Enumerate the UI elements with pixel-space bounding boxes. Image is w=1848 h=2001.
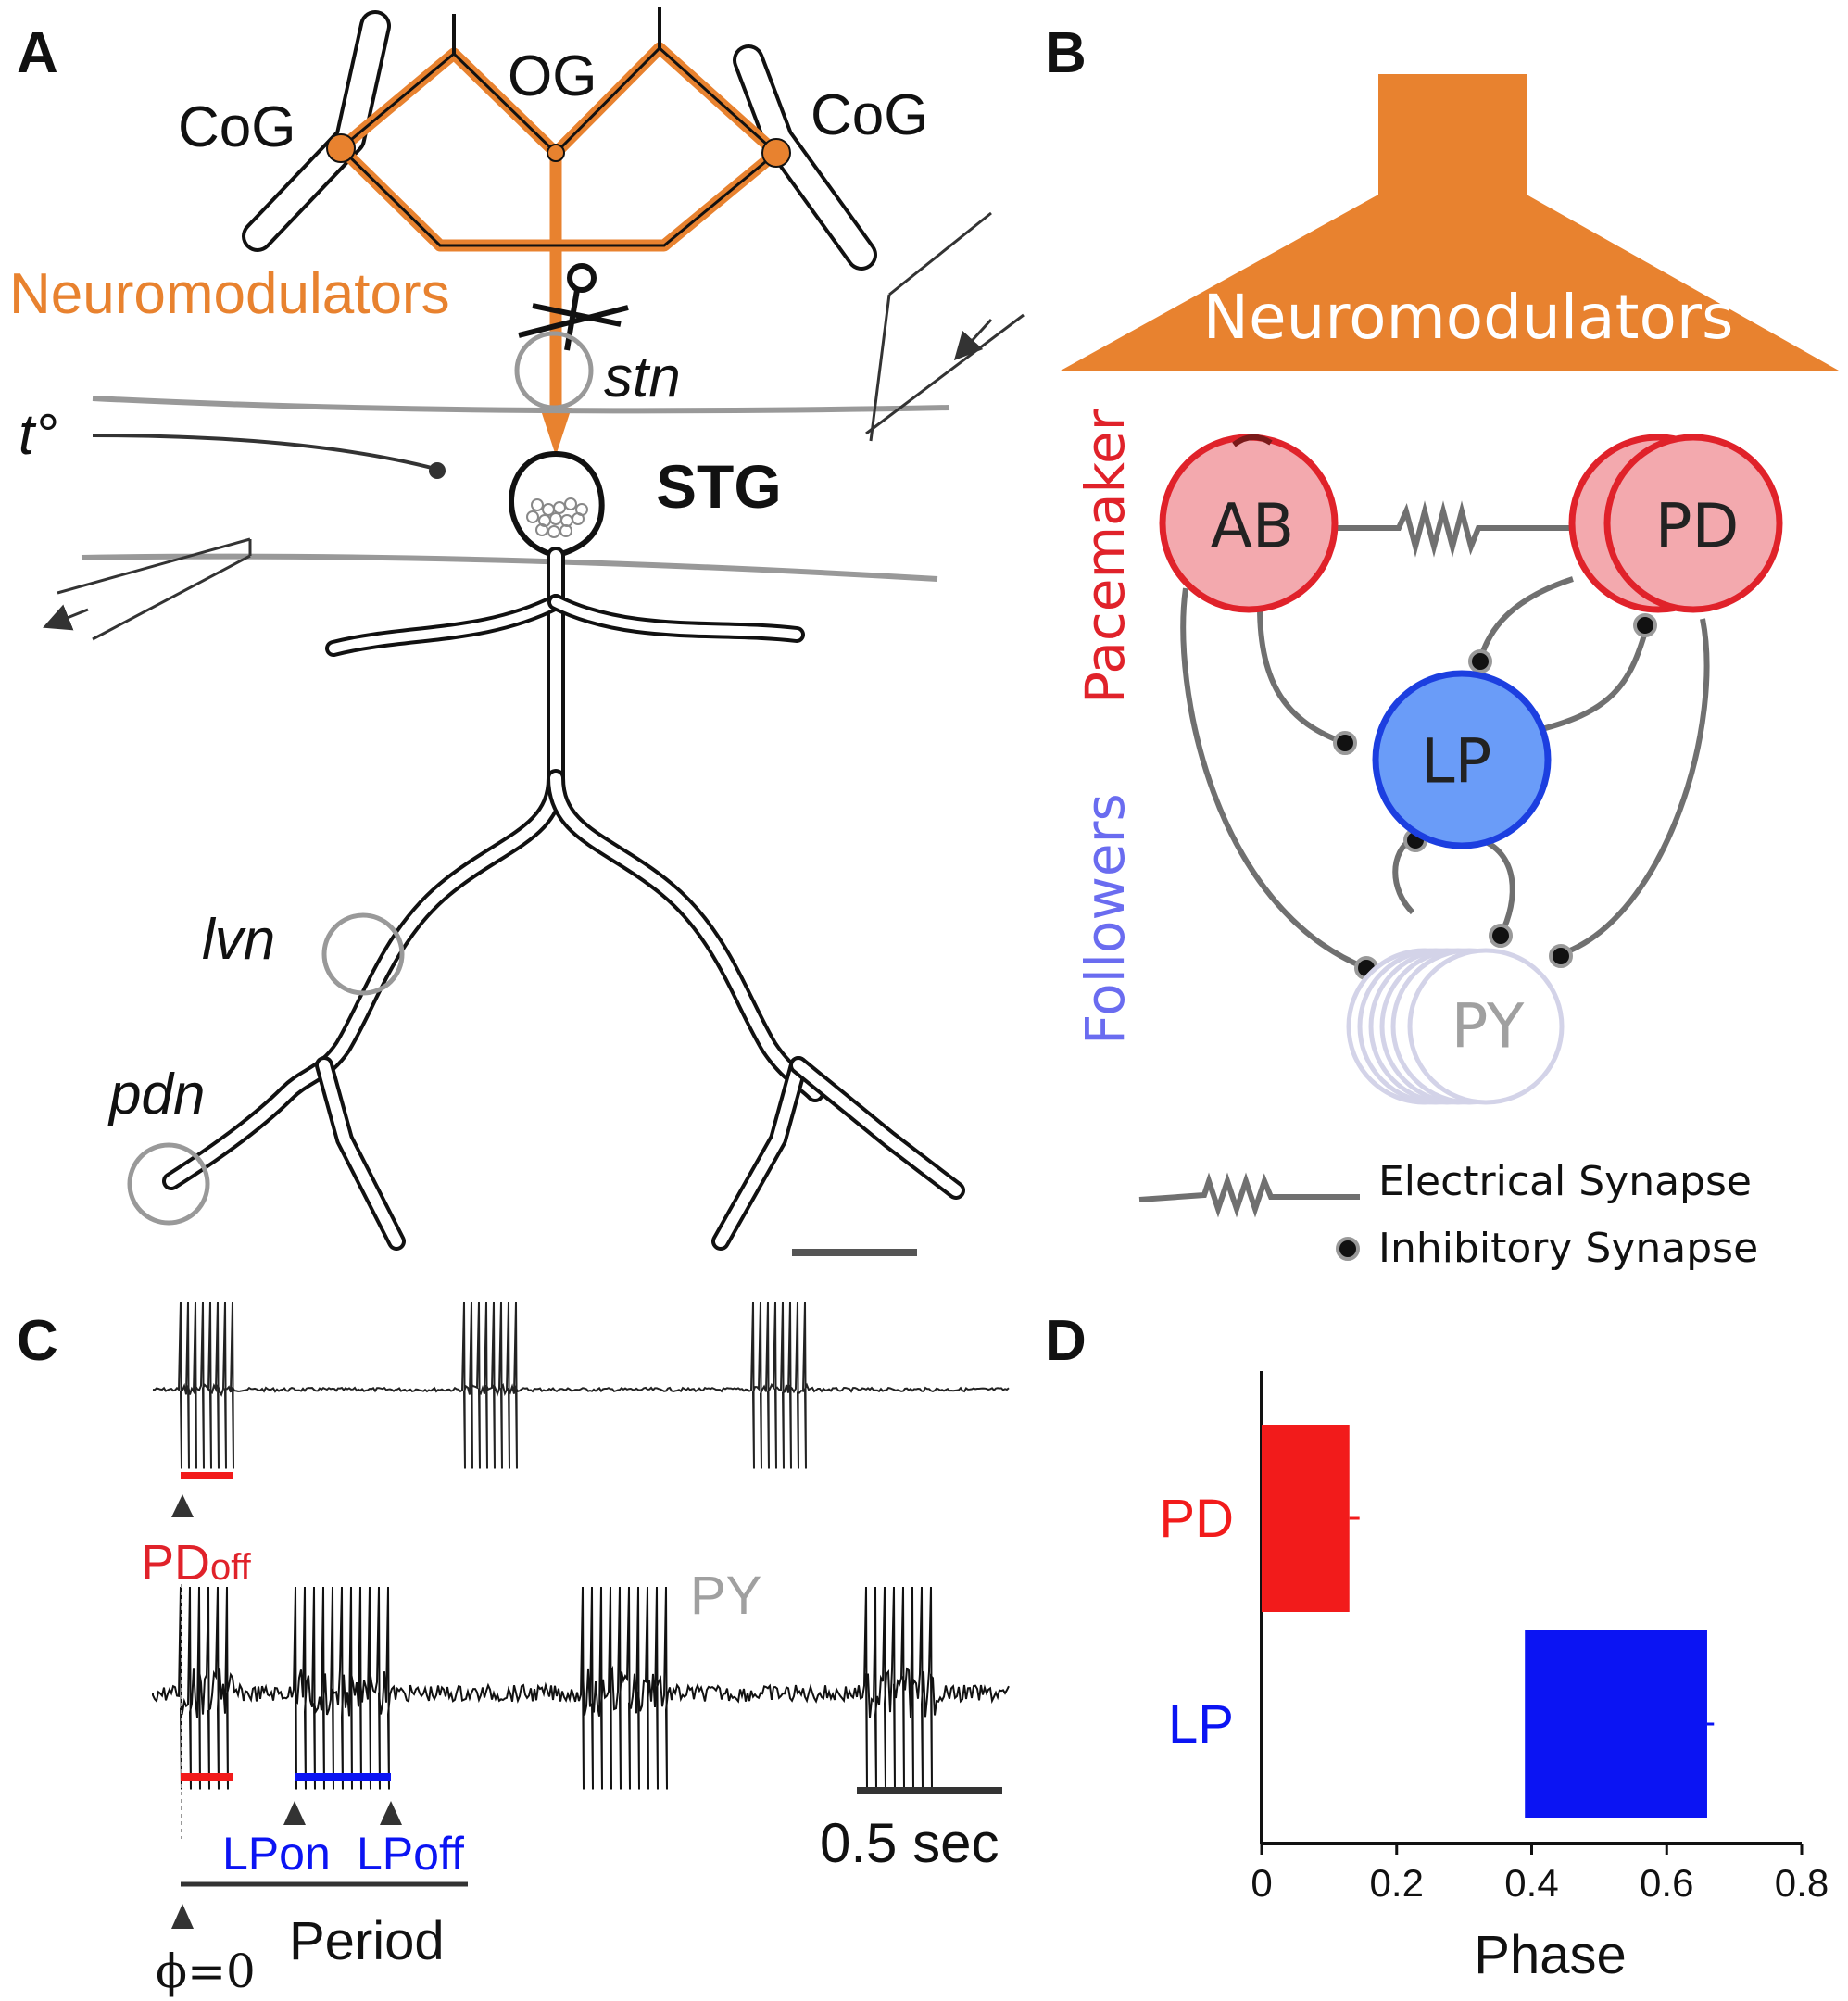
neuromodulator-funnel — [1061, 74, 1839, 371]
og-label: OG — [508, 44, 597, 108]
stg-label: STG — [656, 452, 782, 521]
temperature-probe — [92, 434, 436, 471]
lvn-recording-site — [321, 912, 405, 996]
legend-inhibitory-label: Inhibitory Synapse — [1378, 1225, 1758, 1272]
inhibitory-synapses — [1333, 613, 1657, 980]
followers-label: Followers — [1074, 793, 1137, 1045]
autoreceptor-arrow-icon — [1232, 434, 1273, 447]
cell-pd-label: PD — [1655, 491, 1740, 562]
legend-electrical-icon — [1138, 1172, 1360, 1218]
synapse-pd-py — [1549, 944, 1573, 968]
legend-inhibitory-icon — [1336, 1237, 1360, 1261]
cell-ab-label: AB — [1211, 491, 1294, 562]
lp-on-label: LPon — [222, 1828, 331, 1880]
bar-pd — [1262, 1425, 1350, 1612]
electrode-left-icon — [43, 537, 252, 641]
x-tick-label: 0.4 — [1504, 1861, 1558, 1905]
pd-off-arrowhead — [171, 1494, 194, 1517]
electrical-synapse-ab-pd — [1338, 500, 1573, 558]
legend-electrical-label: Electrical Synapse — [1378, 1158, 1752, 1205]
x-tick-label: 0 — [1251, 1861, 1272, 1905]
cell-lp — [1372, 670, 1552, 849]
py-trace-label: PY — [690, 1566, 761, 1626]
stg-somata — [526, 497, 588, 538]
x-tick-label: 0.6 — [1640, 1861, 1693, 1905]
period-label: Period — [289, 1911, 445, 1971]
temperature-probe-tip — [429, 462, 446, 479]
phase-zero-label: ϕ=0 — [156, 1944, 256, 1998]
cog-left-cell — [326, 133, 356, 163]
temperature-label: t° — [19, 403, 57, 467]
panel-b: B Neuromodulators Pacemaker Followers — [1045, 21, 1839, 1272]
neuromodulators-label-b: Neuromodulators — [1203, 282, 1734, 353]
lp-off-arrowhead — [380, 1801, 402, 1825]
x-tick-label: 0.2 — [1370, 1861, 1424, 1905]
category-label-lp: LP — [1168, 1694, 1234, 1755]
bar-lp — [1525, 1630, 1707, 1818]
py-cell-group — [1346, 948, 1565, 1105]
synapse-ab-lp — [1333, 731, 1357, 755]
lp-off-label: LPoff — [357, 1828, 464, 1880]
cell-pd — [1603, 434, 1783, 613]
scissors-icon — [518, 263, 629, 351]
panel-a: A — [9, 7, 1025, 1256]
motor-nerve-tree — [162, 547, 965, 1251]
og-cell — [547, 144, 565, 162]
stn-label: stn — [604, 346, 681, 409]
x-tick-label: 0.8 — [1775, 1861, 1829, 1905]
cell-lp-label: LP — [1421, 726, 1492, 798]
panel-letter-d: D — [1045, 1309, 1087, 1373]
bath-line-top — [92, 396, 950, 414]
cell-py-label: PY — [1452, 991, 1525, 1063]
pacemaker-label: Pacemaker — [1074, 409, 1137, 704]
modulator-arrow-head — [540, 408, 572, 456]
x-axis-title: Phase — [1474, 1925, 1626, 1985]
lp-on-arrowhead — [283, 1801, 306, 1825]
stg-ganglion — [509, 450, 605, 560]
panel-letter-c: C — [17, 1309, 58, 1373]
cog-right-label: CoG — [811, 83, 928, 147]
panel-c: C PDoff PY LPon LPoff ϕ=0 Period 0.5 sec — [17, 1301, 1010, 1998]
phase-zero-arrowhead — [171, 1904, 194, 1929]
stn-recording-site — [514, 331, 594, 410]
synaptic-connections — [1180, 576, 1710, 971]
pdn-trace — [152, 1301, 1010, 1469]
panel-letter-a: A — [17, 21, 58, 85]
lvn-label: lvn — [202, 908, 275, 972]
synapse-lp-py — [1489, 924, 1513, 948]
synapse-pd-lp — [1468, 649, 1492, 673]
electrode-right-icon — [865, 211, 1025, 442]
cog-left-label: CoG — [178, 95, 295, 159]
panel-letter-b: B — [1045, 21, 1087, 85]
lvn-trace — [152, 1586, 1010, 1790]
bath-line-bottom — [81, 553, 938, 582]
cog-right-cell — [761, 138, 791, 168]
pdn-label: pdn — [107, 1063, 205, 1126]
pd-off-label: PDoff — [141, 1535, 252, 1591]
category-label-pd: PD — [1159, 1489, 1234, 1549]
synapse-lp-pd — [1633, 613, 1657, 637]
pdn-recording-site — [127, 1142, 210, 1226]
time-scale-label: 0.5 sec — [820, 1812, 999, 1874]
neuromodulators-label-a: Neuromodulators — [9, 262, 450, 326]
